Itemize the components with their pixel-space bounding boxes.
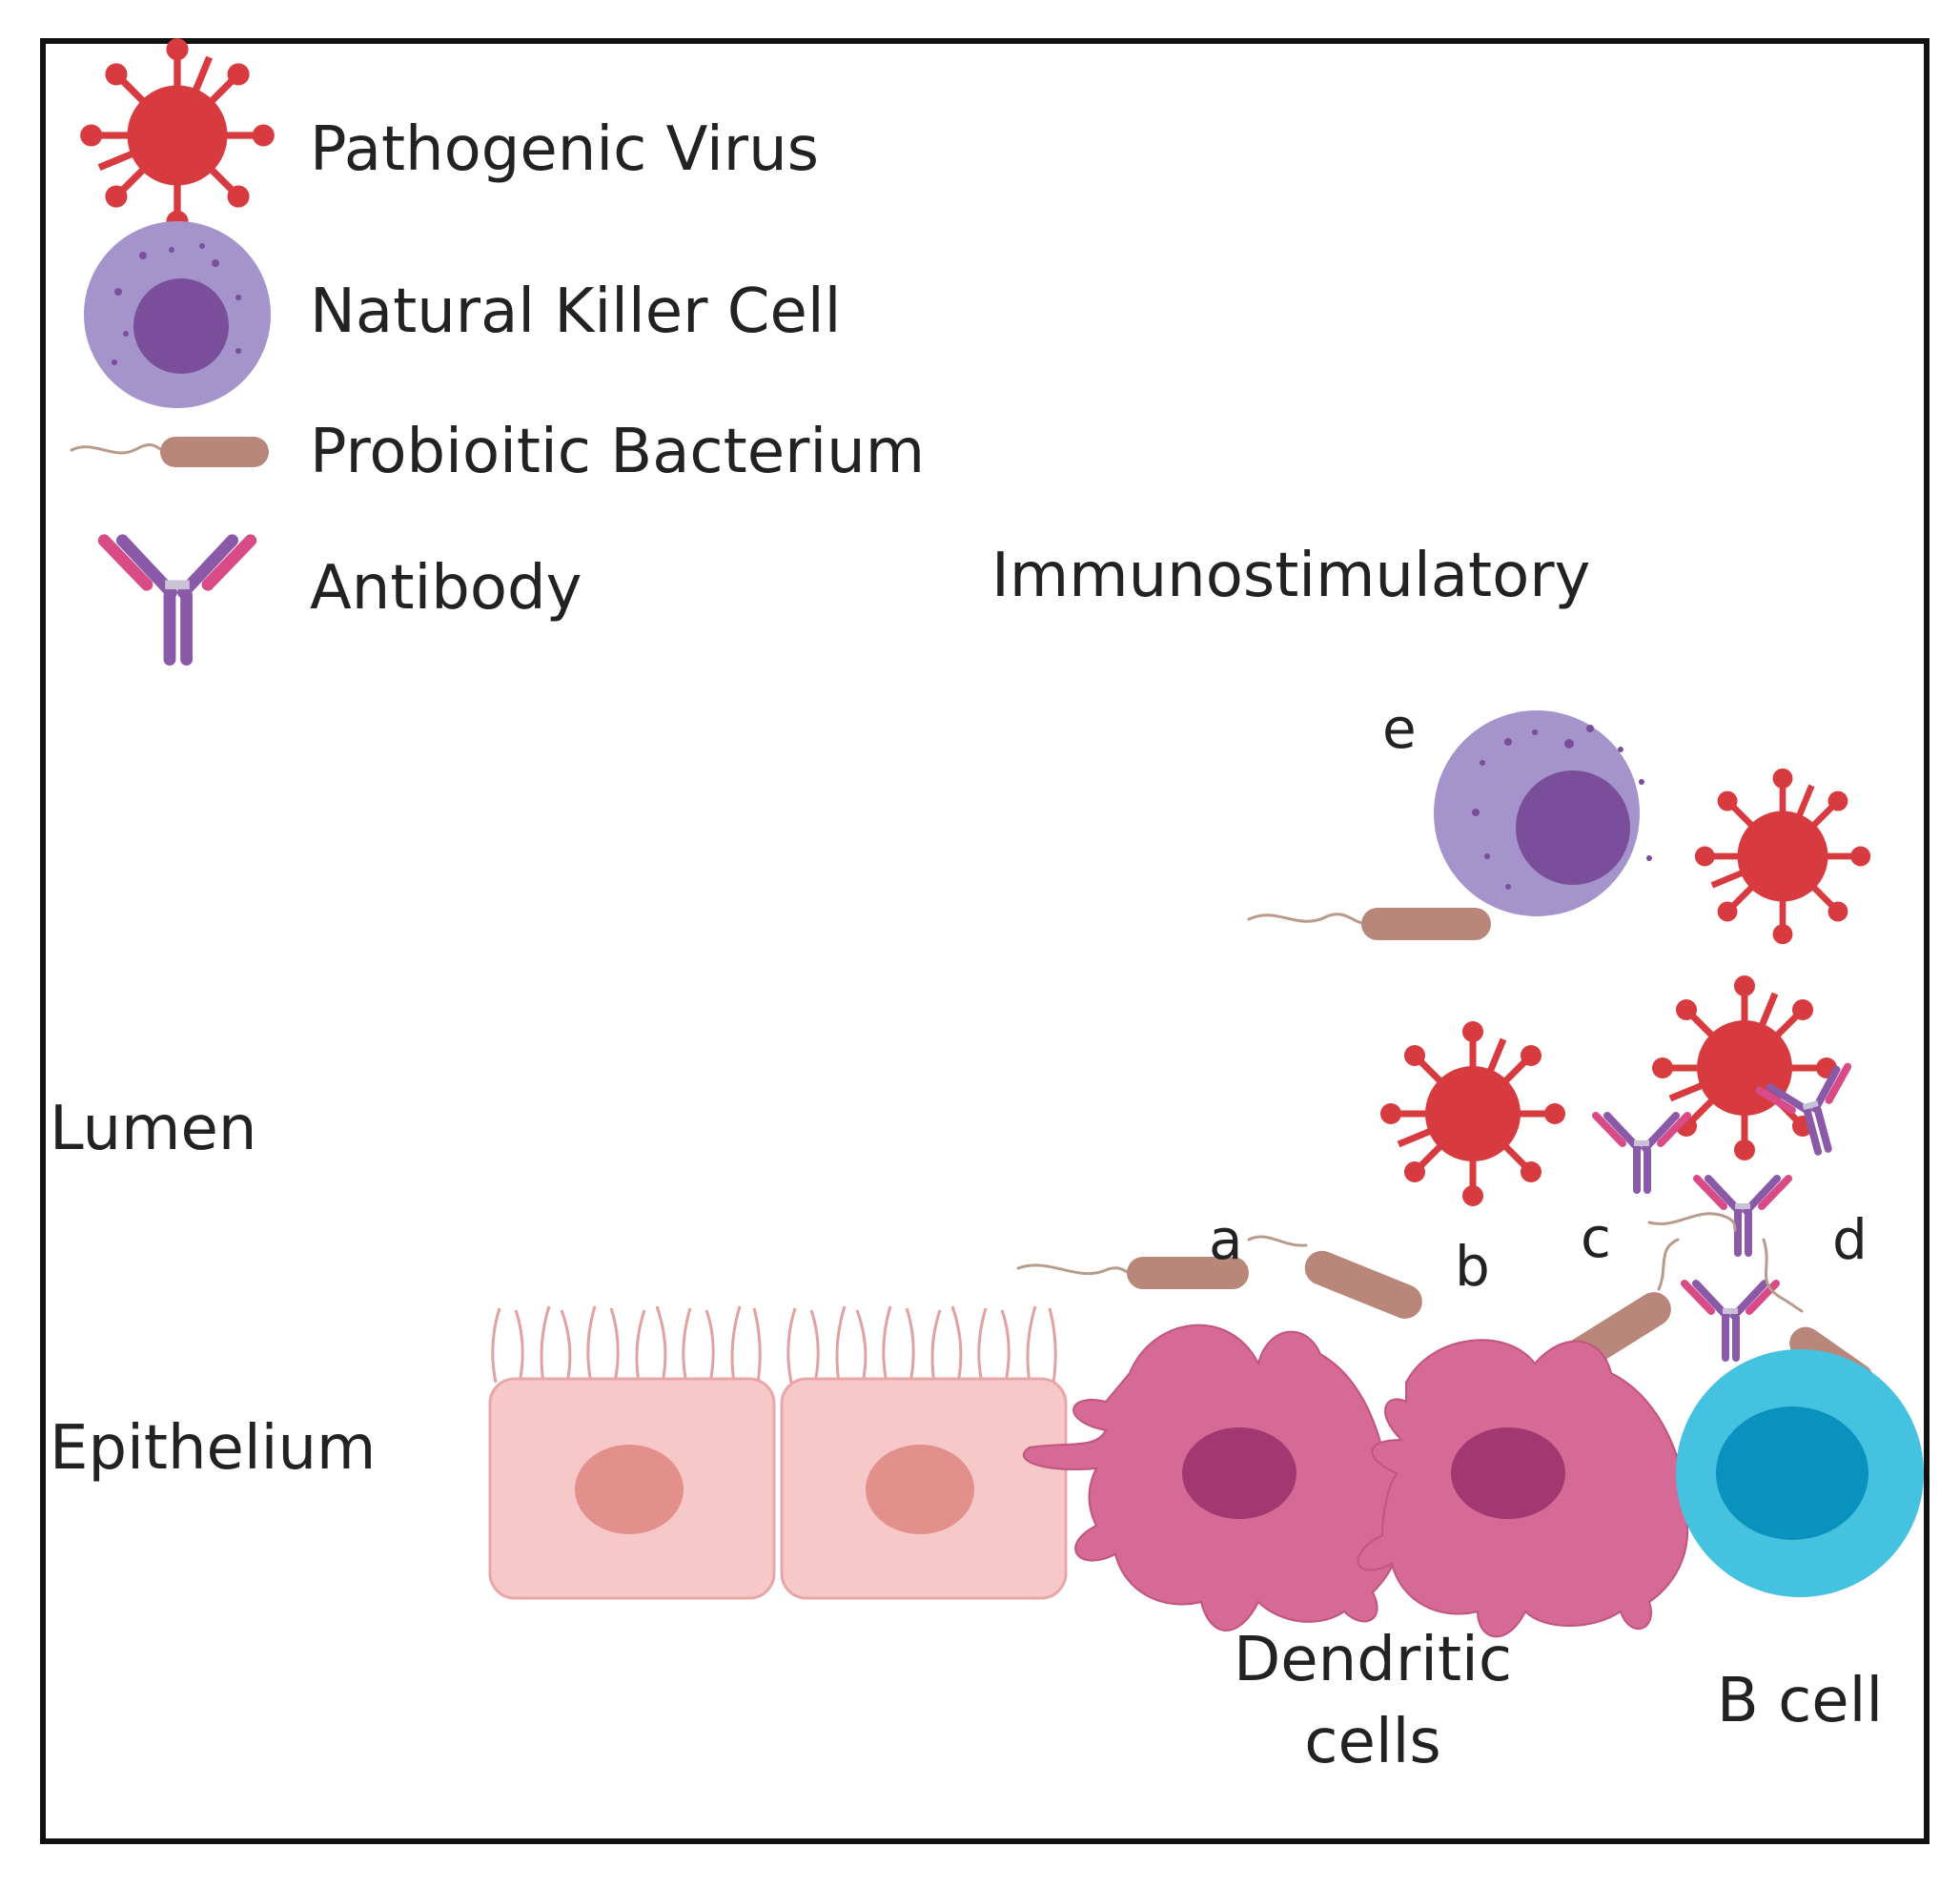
legend-nk-cell-icon [84,221,271,408]
epithelial-microvilli [491,1305,1057,1384]
nk-bacterium [1247,908,1491,940]
nk-cell [1434,710,1652,916]
legend: Pathogenic Virus Natural Killer Cell Pro… [70,38,925,666]
epithelium-label: Epithelium [50,1413,376,1484]
marker-d: d [1832,1207,1868,1272]
marker-e: e [1382,696,1417,761]
dendritic-cells-label-line1: Dendritic [1234,1625,1512,1695]
b-cell-label: B cell [1717,1666,1883,1736]
bacterium-b [1247,1235,1422,1319]
nk-virus [1695,769,1870,944]
lumen-virus [1380,1021,1565,1206]
figure-frame [40,38,1929,1844]
dendritic-cell-nucleus [1451,1427,1565,1519]
legend-antibody-icon [104,541,251,666]
marker-a: a [1209,1207,1243,1272]
epithelial-cell [488,1377,776,1600]
lumen-antibody [1697,1179,1788,1257]
legend-bacterium-label: Probioitic Bacterium [310,417,925,487]
epithelial-cell [780,1377,1068,1600]
legend-virus-label: Pathogenic Virus [310,114,819,185]
lumen-label: Lumen [50,1094,256,1164]
legend-virus-icon [80,38,275,233]
legend-antibody-label: Antibody [310,553,582,624]
legend-bacterium-icon [70,437,269,467]
lumen-antibody [1684,1283,1776,1362]
marker-b: b [1455,1234,1490,1299]
b-cell [1676,1349,1924,1597]
legend-nk-cell-label: Natural Killer Cell [310,277,841,347]
dendritic-cells-label-line2: cells [1304,1707,1440,1777]
lumen-antibody [1596,1116,1687,1194]
bacterium-a [1016,1257,1249,1289]
immunostimulatory-label: Immunostimulatory [991,541,1590,611]
dendritic-cell-nucleus [1182,1427,1296,1519]
marker-c: c [1581,1205,1611,1270]
